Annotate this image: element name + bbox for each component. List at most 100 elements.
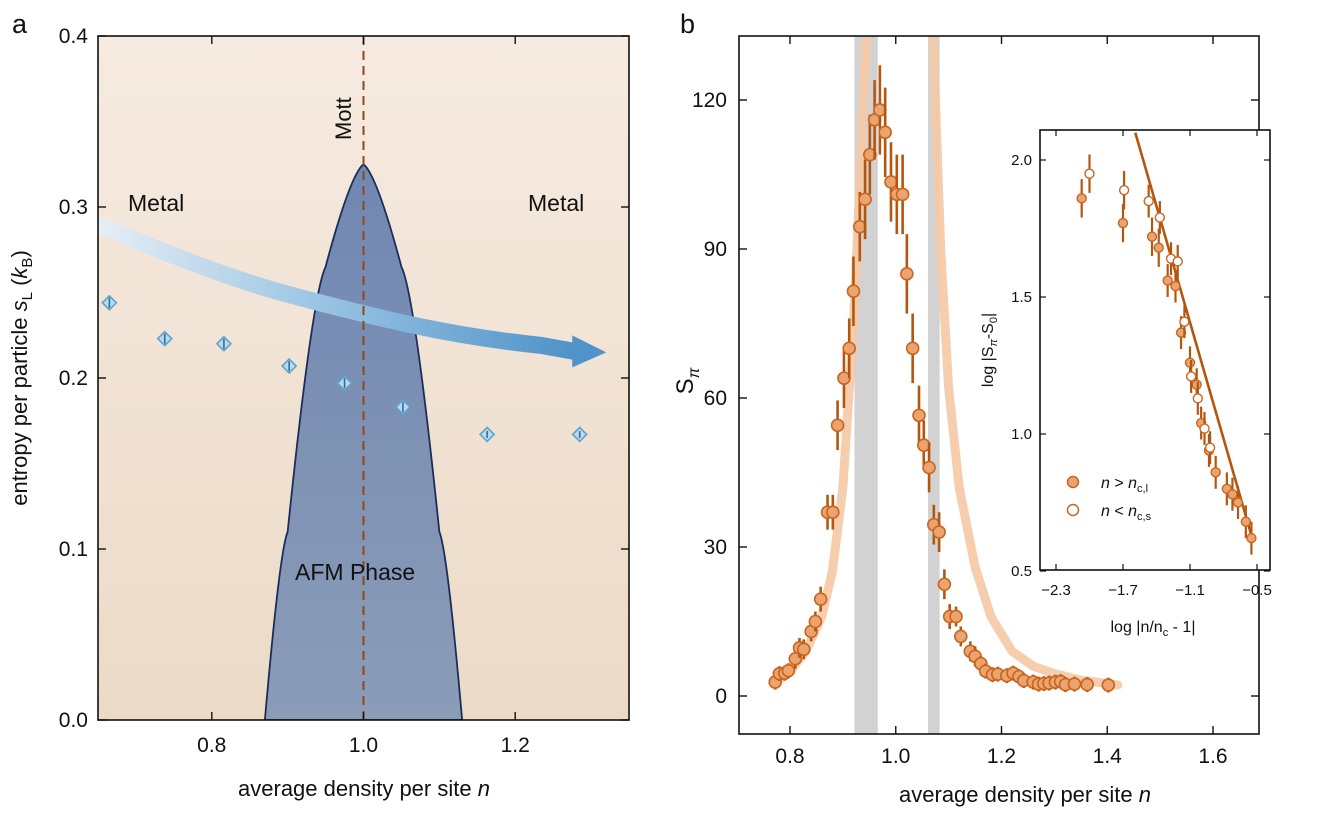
inset-marker [1143,195,1154,207]
data-marker [846,284,861,299]
y-tick-label: 0.3 [59,196,88,219]
metal-label-right: Metal [528,190,584,216]
inset-point-filled [1170,269,1181,303]
inset-points [1076,154,1257,555]
data-marker [949,609,963,624]
inset-point-open [1199,412,1210,445]
inset-point-filled [1221,472,1233,506]
entropy-marker [101,294,118,311]
entropy-marker [394,398,412,416]
data-marker [878,125,892,140]
inset-marker [1170,280,1181,292]
inset-marker [1146,231,1158,242]
data-marker [912,408,926,423]
data-point [949,606,963,627]
x-tick-label: 1.2 [987,745,1016,768]
data-point [796,639,811,660]
inset-y-axis-label: log |Sπ-S0| [980,313,1000,387]
legend-label-filled: n > nc,l [1101,475,1148,495]
legend-marker-filled [1066,475,1080,489]
y-tick-label: 30 [704,536,727,559]
x-tick-label: 0.8 [775,745,804,768]
inset-point-open [1143,184,1154,218]
data-point [813,586,828,612]
inset-marker [1204,442,1216,453]
data-marker [937,577,952,592]
inset-marker [1172,256,1183,267]
inset-point-open [1118,170,1130,210]
inset-x-tick-label: −1.7 [1108,582,1138,599]
data-point [912,385,926,446]
inset-y-tick-label: 0.5 [1011,563,1032,580]
data-point [953,626,968,647]
inset-point-open [1185,360,1197,393]
data-marker [842,341,857,356]
data-marker [808,614,823,629]
structure-factor-points [768,65,1116,693]
data-point [842,318,857,379]
entropy-arrow-head [572,335,607,368]
inset-marker [1232,497,1244,508]
inset-point-open [1179,305,1190,339]
data-point [916,420,931,471]
data-point [922,442,936,493]
data-marker [1080,677,1094,692]
shaded-band [928,36,940,734]
x-tick-label: 1.0 [349,734,378,757]
inset-x-tick-label: −1.1 [1175,582,1205,599]
entropy-arrow [98,216,576,360]
data-point [932,512,946,552]
data-marker [813,592,828,606]
inset-point-open [1172,244,1183,278]
inset-point-filled [1153,228,1164,267]
inset-point-open [1084,154,1095,193]
y-tick-label: 60 [704,387,727,410]
inset-point-open [1204,431,1216,465]
data-point [830,400,845,451]
entropy-marker [281,357,298,375]
inset-x-tick-label: −2.3 [1041,582,1071,599]
inset-point-filled [1232,486,1244,519]
panel-b-x-axis-label: average density per site n [899,782,1151,807]
data-marker [895,187,910,202]
inset-point-filled [1076,179,1087,218]
inset-point-open [1154,201,1166,234]
data-marker [826,505,840,520]
data-marker [932,525,946,539]
data-marker [830,418,845,433]
inset-legend: n > nc,l n < nc,s [1066,475,1152,523]
data-point [1067,676,1082,692]
data-marker [858,192,872,207]
x-tick-label: 1.6 [1198,745,1227,768]
inset-marker [1191,379,1202,390]
inset-marker [1153,242,1164,253]
critical-density-bands [854,36,940,734]
y-tick-label: 0.0 [59,709,88,732]
panel-a-y-axis-label: entropy per particle sL (kB) [7,250,36,506]
inset-point-filled [1210,455,1221,489]
data-marker [796,642,811,657]
entropy-marker [336,374,353,392]
entropy-markers [101,294,588,443]
y-tick-label: 0.4 [59,25,89,48]
entropy-marker [215,335,233,352]
inset-marker [1185,371,1197,382]
inset-point-filled [1240,505,1252,539]
panel-a-x-axis-label: average density per site n [238,776,490,801]
inset: −2.3−1.7−1.1−0.50.51.01.52.0 n > nc,l n … [980,129,1272,639]
inset-marker [1084,168,1095,179]
entropy-marker [479,426,496,443]
y-tick-label: 0 [715,685,727,708]
data-marker [953,629,968,644]
y-tick-label: 120 [692,89,727,112]
y-tick-label: 0.1 [59,538,88,561]
data-marker [884,175,898,189]
afm-phase-label: AFM Phase [295,559,415,585]
x-tick-label: 1.0 [881,745,910,768]
inset-marker [1240,516,1252,527]
inset-marker [1076,193,1087,204]
